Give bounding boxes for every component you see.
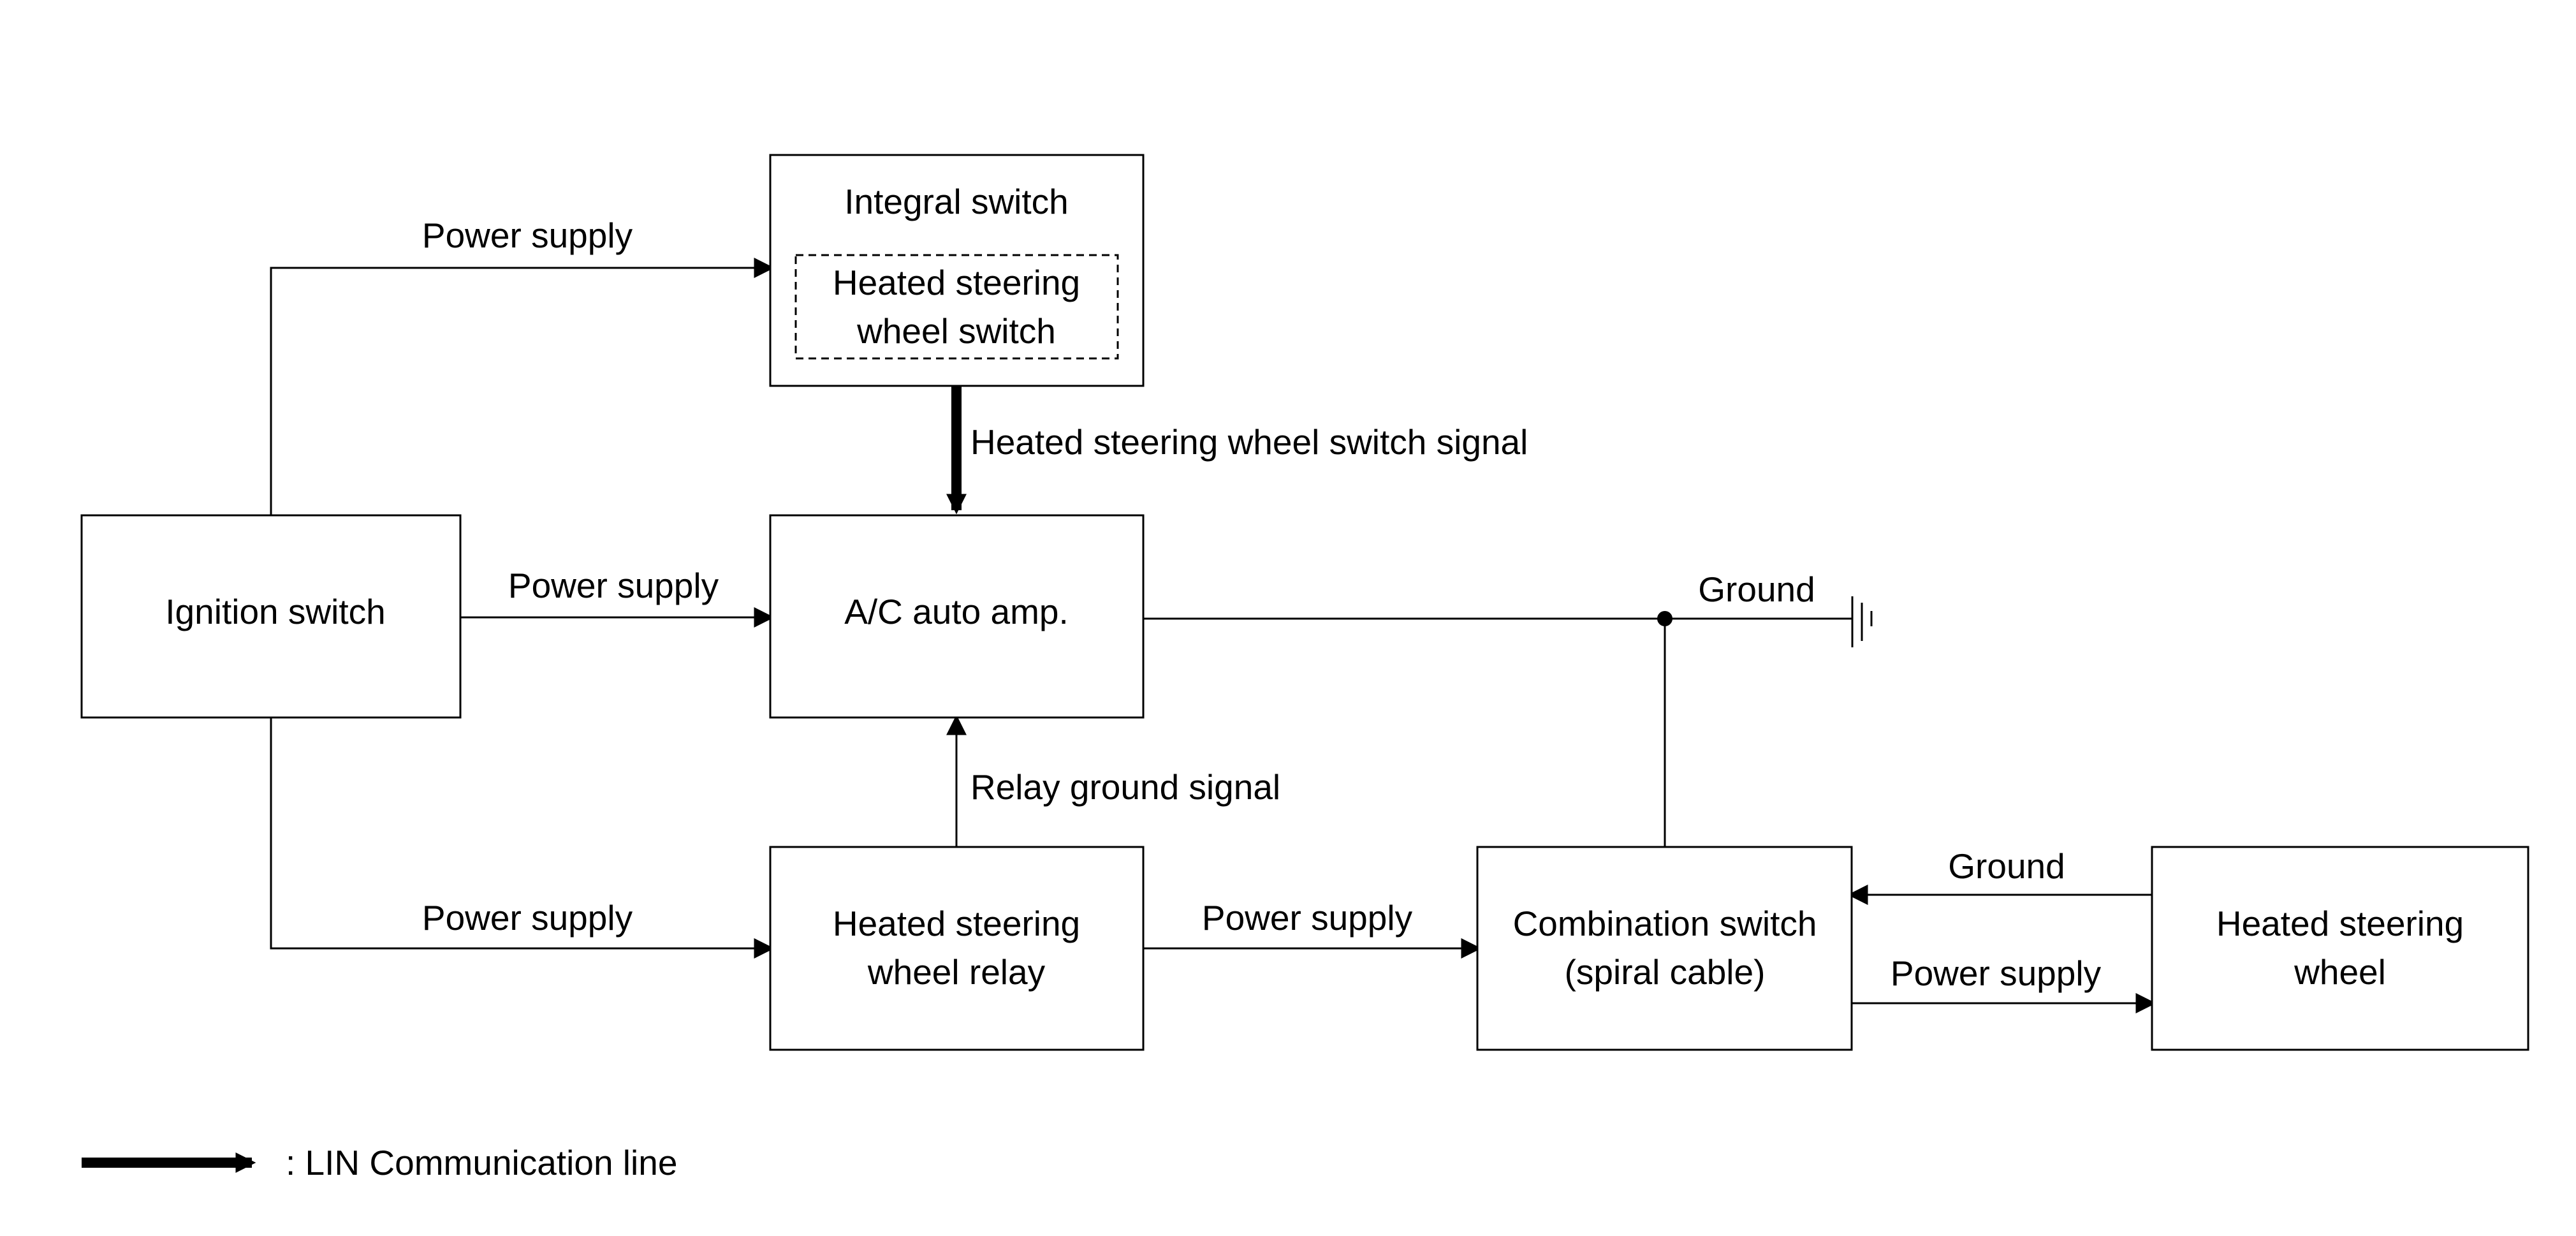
heated-steering-wheel-switch-label-line2: wheel switch xyxy=(856,311,1056,351)
ignition-switch-label: Ignition switch xyxy=(165,592,385,631)
lin-signal-label: Heated steering wheel switch signal xyxy=(970,422,1528,462)
power-supply-label-integral: Power supply xyxy=(422,216,633,255)
relay-label-line2: wheel relay xyxy=(867,952,1046,992)
heated-steering-wheel-label-line2: wheel xyxy=(2294,952,2386,992)
heated-steering-wheel-block: Heated steering wheel xyxy=(2151,846,2529,1051)
ground-symbol-icon xyxy=(1851,596,1873,647)
ac-auto-amp-label: A/C auto amp. xyxy=(844,592,1069,631)
integral-switch-title: Integral switch xyxy=(844,182,1069,221)
power-supply-label-amp: Power supply xyxy=(508,566,719,605)
heated-steering-wheel-switch-label-line1: Heated steering xyxy=(833,263,1080,302)
power-line-to-integral-switch xyxy=(270,258,775,515)
ac-auto-amp-block: A/C auto amp. xyxy=(769,514,1145,719)
relay-ground-signal-label: Relay ground signal xyxy=(970,767,1280,807)
ground-label-wheel: Ground xyxy=(1948,846,2065,886)
junction-dot xyxy=(1657,611,1672,626)
heated-steering-wheel-relay-block: Heated steering wheel relay xyxy=(769,846,1145,1051)
legend-lin-label: : LIN Communication line xyxy=(286,1143,677,1182)
connections xyxy=(270,258,2156,1013)
integral-switch-block: Integral switch Heated steering wheel sw… xyxy=(769,154,1145,387)
ground-label: Ground xyxy=(1698,570,1815,609)
relay-label-line1: Heated steering xyxy=(833,904,1080,943)
combination-switch-label-line2: (spiral cable) xyxy=(1565,952,1766,992)
heated-steering-wheel-label-line1: Heated steering xyxy=(2216,904,2464,943)
power-supply-label-wheel: Power supply xyxy=(1891,953,2102,993)
ignition-switch-block: Ignition switch xyxy=(80,514,462,719)
power-supply-label-relay: Power supply xyxy=(422,898,633,938)
combination-switch-label-line1: Combination switch xyxy=(1513,904,1817,943)
heated-steering-wheel-switch-block xyxy=(794,254,1119,360)
power-line-to-relay xyxy=(270,717,775,959)
legend: : LIN Communication line xyxy=(82,1143,677,1182)
power-supply-label-combination: Power supply xyxy=(1202,898,1413,938)
combination-switch-block: Combination switch (spiral cable) xyxy=(1476,846,1853,1051)
